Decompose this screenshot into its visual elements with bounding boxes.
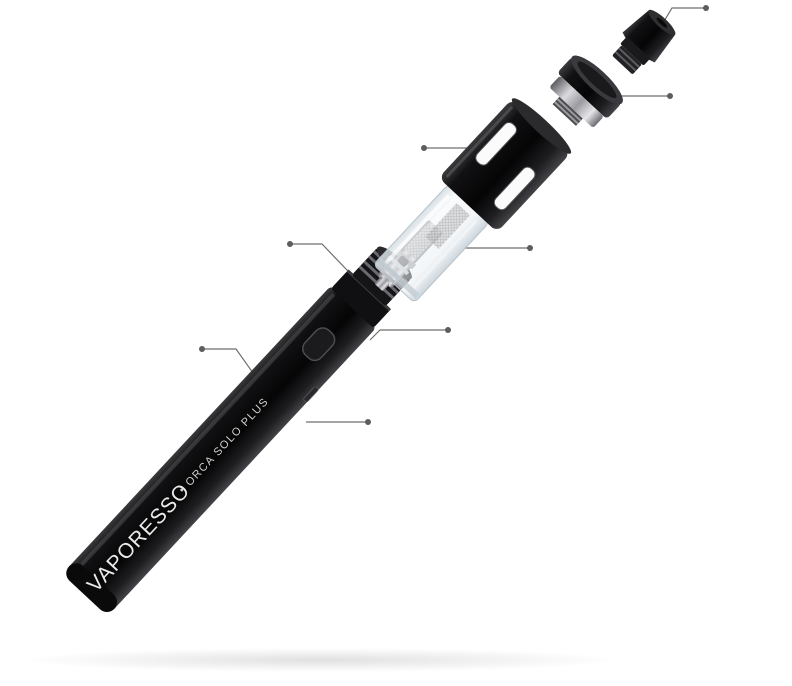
sleeve-window-right bbox=[493, 166, 536, 211]
fire-button[interactable] bbox=[299, 324, 338, 364]
leader-connector bbox=[369, 327, 451, 341]
battery-bottom-cap bbox=[66, 563, 117, 613]
glass-tank bbox=[374, 185, 488, 302]
battery-body: VAPORESSO • ORCA SOLO PLUS bbox=[66, 246, 412, 613]
tank-sleeve bbox=[441, 98, 572, 229]
sleeve-window-left bbox=[475, 122, 517, 166]
top-cap-metal-ring bbox=[550, 76, 603, 127]
usb-port bbox=[303, 386, 319, 403]
battery-collar bbox=[332, 270, 390, 327]
leader-lines bbox=[199, 5, 709, 425]
floor-shadow bbox=[20, 648, 620, 672]
top-cap bbox=[550, 55, 623, 127]
leader-glass-tank bbox=[464, 245, 533, 251]
leader-usb-port bbox=[306, 419, 371, 425]
drip-tip bbox=[612, 9, 676, 74]
leader-fire-button bbox=[199, 346, 259, 381]
battery-tube bbox=[68, 287, 375, 611]
